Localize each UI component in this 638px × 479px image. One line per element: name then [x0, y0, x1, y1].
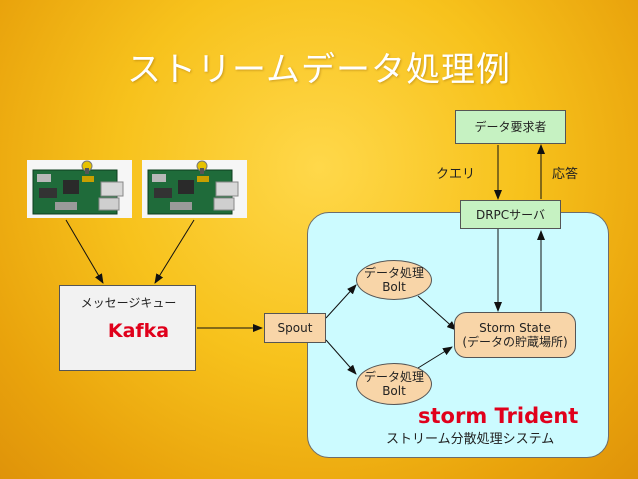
arrow-bolt2-to-state [417, 346, 453, 369]
drpc-server-node: DRPCサーバ [460, 200, 561, 229]
arrow-board1-to-kafka [65, 219, 104, 284]
bolt-node-top: データ処理 Bolt [356, 260, 432, 300]
drpc-label: DRPCサーバ [475, 207, 546, 222]
raspberry-pi-board-icon [27, 160, 132, 218]
arrow-board2-to-kafka [154, 219, 195, 284]
storm-trident-subtitle: ストリーム分散処理システム [386, 432, 555, 447]
bolt-bottom-line1: データ処理 [363, 370, 424, 384]
bolt-bottom-line2: Bolt [382, 384, 406, 398]
storm-trident-name: storm Trident [418, 404, 579, 428]
requester-node: データ要求者 [455, 110, 566, 144]
query-label: クエリ [436, 167, 476, 182]
message-queue-label: メッセージキュー [80, 296, 177, 310]
storm-state-line1: Storm State [479, 321, 551, 335]
arrow-spout-to-bolt1 [325, 284, 357, 319]
bolt-top-line2: Bolt [382, 280, 406, 294]
spout-label: Spout [277, 321, 313, 335]
slide-title: ストリームデータ処理例 [127, 50, 511, 90]
requester-label: データ要求者 [474, 120, 547, 134]
arrow-spout-to-bolt2 [325, 339, 357, 375]
bolt-node-bottom: データ処理 Bolt [356, 363, 432, 405]
board-illustration-left [27, 160, 132, 218]
spout-node: Spout [264, 313, 326, 343]
bolt-top-line1: データ処理 [363, 266, 424, 280]
board-illustration-right [142, 160, 247, 218]
kafka-name: Kafka [107, 320, 170, 342]
raspberry-pi-board-icon [142, 160, 247, 218]
response-label: 応答 [552, 167, 579, 182]
storm-state-node: Storm State (データの貯蔵場所) [454, 312, 576, 358]
arrow-bolt1-to-state [417, 295, 457, 331]
kafka-node: メッセージキュー Kafka [59, 285, 196, 371]
storm-state-line2: (データの貯蔵場所) [462, 335, 568, 349]
